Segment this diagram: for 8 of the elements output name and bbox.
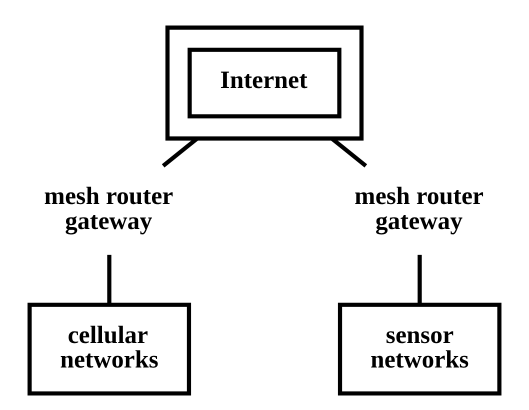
node-box: sensor networks [338,302,502,396]
connector [107,254,112,305]
node-text: mesh router gateway [354,183,484,236]
connector [418,254,422,305]
node-text: mesh router gateway [44,183,174,236]
node-box: cellular networks [28,302,192,396]
cluster [165,26,364,141]
node-box: Internet [188,48,342,118]
